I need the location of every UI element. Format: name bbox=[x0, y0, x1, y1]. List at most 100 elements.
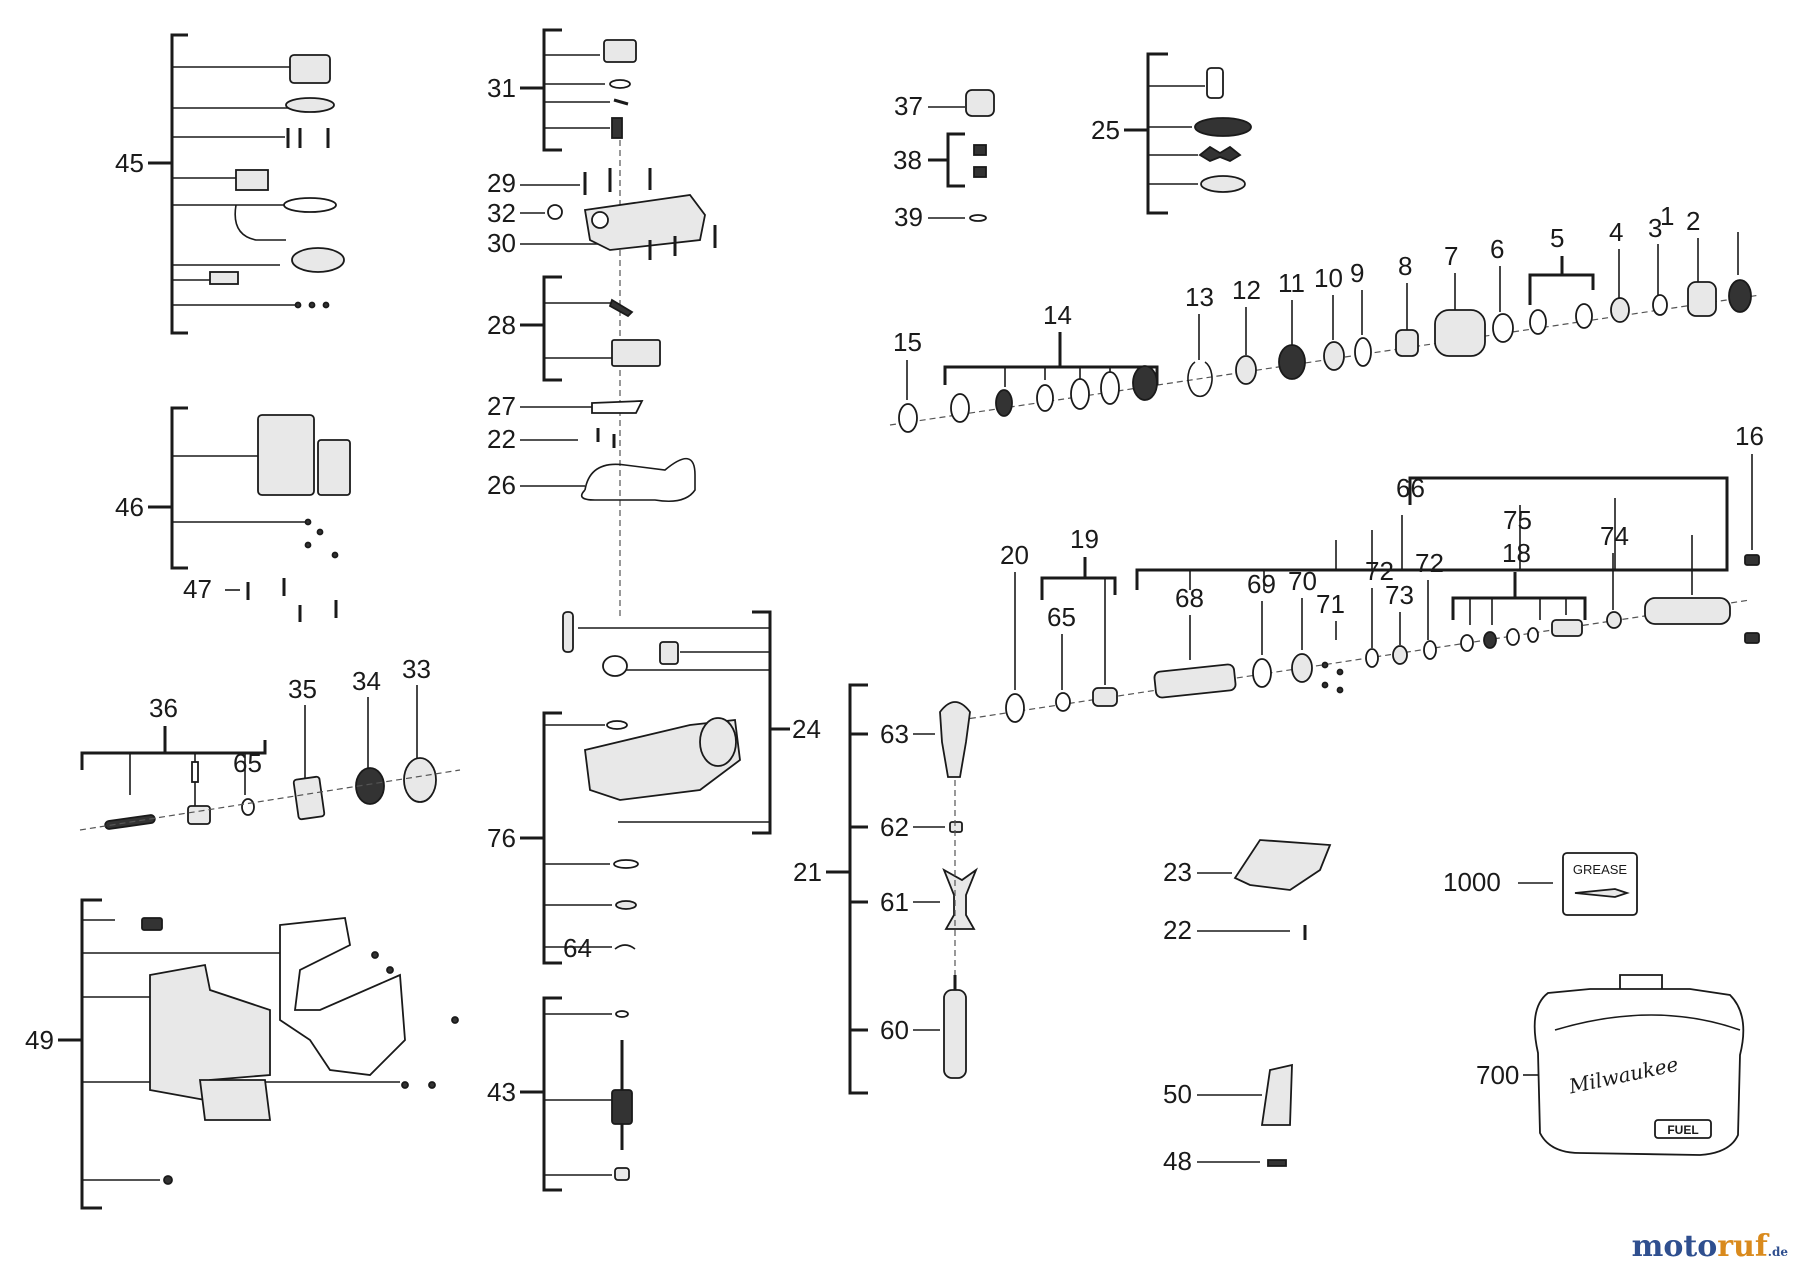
label-68: 68 bbox=[1175, 583, 1204, 613]
armature-part bbox=[611, 1089, 633, 1125]
label-13: 13 bbox=[1185, 282, 1214, 312]
label-23: 23 bbox=[1163, 857, 1192, 887]
label-14: 14 bbox=[1043, 300, 1072, 330]
housing-right bbox=[279, 917, 406, 1076]
gear-part bbox=[355, 767, 385, 805]
label-11: 11 bbox=[1278, 268, 1305, 298]
group-36: 36 65 35 34 33 bbox=[79, 654, 461, 831]
label-39: 39 bbox=[894, 202, 923, 232]
group-66: 66 75 74 18 72 72 73 7 bbox=[959, 473, 1751, 721]
label-700: 700 bbox=[1476, 1060, 1519, 1090]
label-33: 33 bbox=[402, 654, 431, 684]
group-19-20: 20 19 65 bbox=[1000, 524, 1118, 723]
case-badge-text: FUEL bbox=[1667, 1123, 1698, 1137]
grease-label: GREASE bbox=[1573, 862, 1628, 877]
label-72-right: 72 bbox=[1415, 548, 1444, 578]
group-25: 25 bbox=[1091, 52, 1252, 215]
label-47: 47 bbox=[183, 574, 212, 604]
clamp-part bbox=[939, 701, 971, 778]
watermark-suffix: .de bbox=[1767, 1245, 1788, 1259]
label-7: 7 bbox=[1444, 241, 1458, 271]
label-38: 38 bbox=[893, 145, 922, 175]
housing-left bbox=[149, 963, 271, 1102]
label-3: 3 bbox=[1648, 213, 1662, 243]
label-49: 49 bbox=[25, 1025, 54, 1055]
label-35: 35 bbox=[288, 674, 317, 704]
label-5: 5 bbox=[1550, 223, 1564, 253]
label-70: 70 bbox=[1288, 566, 1317, 596]
label-71: 71 bbox=[1316, 589, 1345, 619]
label-2: 2 bbox=[1686, 206, 1700, 236]
label-65-right: 65 bbox=[1047, 602, 1076, 632]
watermark: motoruf.de bbox=[1632, 1229, 1788, 1264]
label-34: 34 bbox=[352, 666, 381, 696]
label-76: 76 bbox=[487, 823, 516, 853]
label-plate bbox=[1260, 1063, 1293, 1126]
group-49: 49 bbox=[25, 898, 459, 1210]
spindle-part bbox=[1153, 663, 1237, 699]
label-29: 29 bbox=[487, 168, 516, 198]
label-30: 30 bbox=[487, 228, 516, 258]
ring-part bbox=[285, 97, 335, 113]
dust-shield bbox=[1233, 839, 1332, 891]
label-10: 10 bbox=[1314, 263, 1343, 293]
label-24: 24 bbox=[792, 714, 821, 744]
group-23-48: 23 22 50 48 bbox=[1163, 839, 1332, 1176]
label-16: 16 bbox=[1735, 421, 1764, 451]
label-22-bottom: 22 bbox=[1163, 915, 1192, 945]
label-20: 20 bbox=[1000, 540, 1029, 570]
group-43: 43 bbox=[487, 996, 633, 1192]
label-12: 12 bbox=[1232, 275, 1261, 305]
label-27: 27 bbox=[487, 391, 516, 421]
group-16: 16 bbox=[1735, 421, 1764, 644]
label-26: 26 bbox=[487, 470, 516, 500]
group-45: 45 bbox=[115, 33, 345, 335]
label-75: 75 bbox=[1503, 505, 1532, 535]
carry-case: 700 Milwaukee FUEL bbox=[1476, 974, 1745, 1156]
label-64: 64 bbox=[563, 933, 592, 963]
group-46: 46 47 bbox=[115, 406, 351, 622]
label-4: 4 bbox=[1609, 217, 1623, 247]
label-72-left: 72 bbox=[1365, 556, 1394, 586]
gasket-part bbox=[580, 457, 696, 503]
label-63: 63 bbox=[880, 719, 909, 749]
label-36: 36 bbox=[149, 693, 178, 723]
label-62: 62 bbox=[880, 812, 909, 842]
group-28: 28 bbox=[487, 275, 661, 382]
label-61: 61 bbox=[880, 887, 909, 917]
barrel-part bbox=[1644, 597, 1731, 625]
group-21: 21 63 62 61 60 bbox=[793, 683, 978, 1095]
label-69: 69 bbox=[1247, 569, 1276, 599]
cylinder-part bbox=[1434, 309, 1486, 357]
label-65-left: 65 bbox=[233, 748, 262, 778]
label-18: 18 bbox=[1502, 538, 1531, 568]
label-60: 60 bbox=[880, 1015, 909, 1045]
switch-part bbox=[235, 169, 269, 191]
label-21: 21 bbox=[793, 857, 822, 887]
label-50: 50 bbox=[1163, 1079, 1192, 1109]
label-43: 43 bbox=[487, 1077, 516, 1107]
label-9: 9 bbox=[1350, 258, 1364, 288]
label-45: 45 bbox=[115, 148, 144, 178]
label-48: 48 bbox=[1163, 1146, 1192, 1176]
label-15: 15 bbox=[893, 327, 922, 357]
label-19: 19 bbox=[1070, 524, 1099, 554]
label-32: 32 bbox=[487, 198, 516, 228]
label-37: 37 bbox=[894, 91, 923, 121]
label-1000: 1000 bbox=[1443, 867, 1501, 897]
label-22-top: 22 bbox=[487, 424, 516, 454]
label-8: 8 bbox=[1398, 251, 1412, 281]
group-24: 24 bbox=[562, 610, 821, 835]
group-29-32-30: 29 32 30 bbox=[487, 168, 717, 260]
grease-tube: 1000 GREASE bbox=[1443, 852, 1638, 916]
label-74: 74 bbox=[1600, 521, 1629, 551]
watermark-accent: ruf bbox=[1717, 1229, 1768, 1264]
group-37-39: 37 38 39 bbox=[893, 89, 995, 232]
motor-housing bbox=[257, 414, 315, 496]
group-1-15: 1 2 3 4 5 6 7 8 9 10 11 12 bbox=[889, 201, 1761, 433]
board-part bbox=[291, 247, 345, 273]
label-31: 31 bbox=[487, 73, 516, 103]
label-73: 73 bbox=[1385, 580, 1414, 610]
label-46: 46 bbox=[115, 492, 144, 522]
